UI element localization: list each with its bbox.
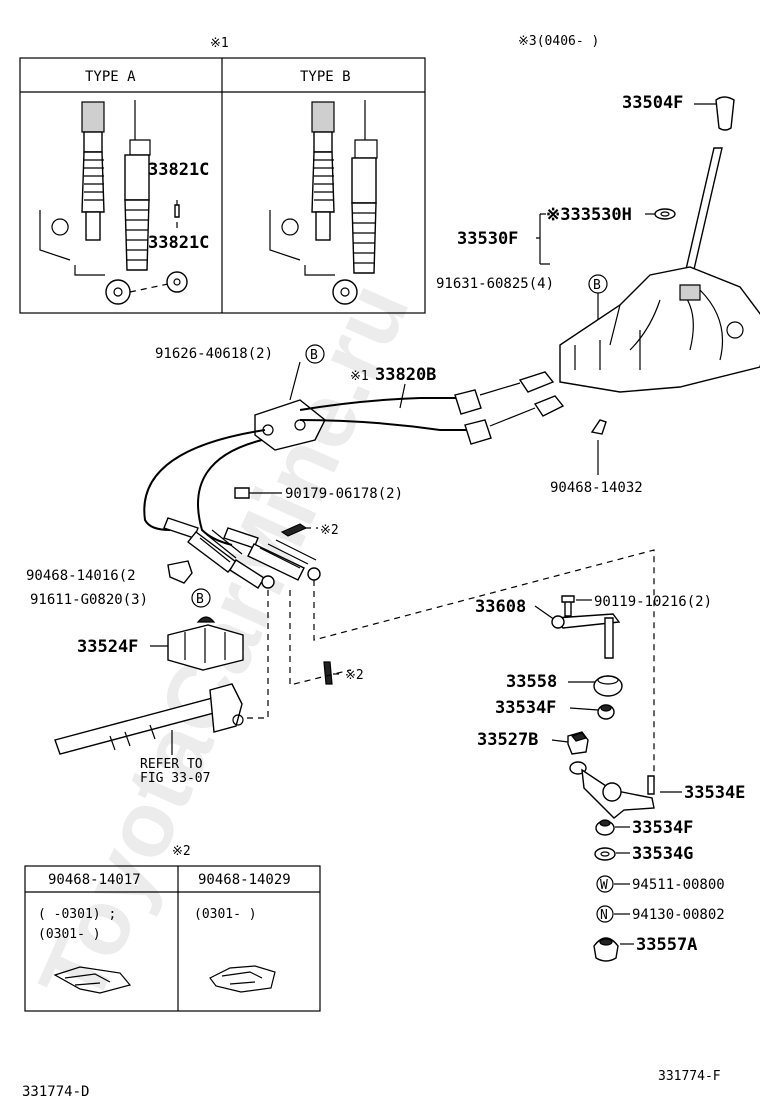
clip-90468-14029-drawing — [209, 965, 276, 993]
label-94130: 94130-00802 — [632, 907, 725, 923]
clip-col1-line2: (0301- ) — [38, 927, 101, 942]
label-33821c-top: 33821C — [148, 160, 209, 180]
label-94511: 94511-00800 — [632, 877, 725, 893]
refer-to-line-2: FIG 33-07 — [140, 771, 210, 786]
badge-n: N — [600, 908, 608, 923]
type-table-note: ※1 — [210, 36, 229, 51]
type-b-header: TYPE B — [300, 69, 351, 85]
label-91631: 91631-60825(4) — [436, 276, 554, 292]
lever-33534e — [569, 761, 655, 819]
shift-cables — [143, 371, 565, 589]
label-33608: 33608 — [475, 597, 526, 617]
dashed-leaders — [243, 549, 655, 780]
washer-33530h — [654, 208, 676, 220]
clip-90468-14017-drawing — [53, 966, 132, 994]
type-b-illustration — [269, 100, 378, 305]
label-91626: 91626-40618(2) — [155, 346, 273, 362]
bush-33527b — [567, 731, 589, 755]
label-33504f: 33504F — [622, 93, 683, 113]
badge-b-91631: B — [593, 278, 601, 293]
shift-lever-rod — [683, 147, 723, 279]
bolt-90119 — [561, 595, 575, 617]
bush-33558 — [593, 675, 623, 697]
clip-note-2-b — [323, 661, 333, 685]
figure-id-left: 331774-D — [22, 1084, 89, 1100]
note-2-a: ※2 — [320, 523, 339, 538]
label-33530f: 33530F — [457, 229, 518, 249]
shift-knob — [715, 96, 735, 131]
refer-to-line-1: REFER TO — [140, 757, 203, 772]
clip-col2-line1: (0301- ) — [194, 907, 257, 922]
label-33524f: 33524F — [77, 637, 138, 657]
retainer-33524f — [167, 616, 244, 671]
label-33534g: 33534G — [632, 844, 693, 864]
transmission-shaft — [54, 683, 244, 755]
label-33534f-bottom: 33534F — [632, 818, 693, 838]
clip-col1-header: 90468-14017 — [48, 872, 141, 888]
badge-w: W — [600, 878, 608, 893]
label-33534e: 33534E — [684, 783, 745, 803]
label-90119: 90119-10216(2) — [594, 594, 712, 610]
clip-col1-line1: ( -0301) ; — [38, 907, 116, 922]
type-a-header: TYPE A — [85, 69, 136, 85]
type-a-illustration — [39, 100, 188, 305]
label-33558: 33558 — [506, 672, 557, 692]
figure-id-right: 331774-F — [658, 1069, 721, 1084]
bush-33534f-top — [597, 704, 615, 720]
shift-arm-33608 — [551, 613, 621, 659]
washer-33534g — [594, 847, 616, 861]
clip-table-frame — [24, 865, 321, 1012]
badge-b-91611: B — [196, 592, 204, 607]
label-33821c-bottom: 33821C — [148, 233, 209, 253]
label-33820b: 33820B — [375, 365, 436, 385]
clip-table-note: ※2 — [172, 844, 191, 859]
clip-col2-header: 90468-14029 — [198, 872, 291, 888]
label-33530h: ※333530H — [546, 205, 632, 225]
note-3-date: ※3(0406- ) — [518, 34, 599, 49]
clip-90468-14016 — [167, 560, 193, 584]
label-90179: 90179-06178(2) — [285, 486, 403, 502]
label-90468-14032: 90468-14032 — [550, 480, 643, 496]
bush-33534f-bottom — [595, 819, 615, 836]
clip-90468-14032 — [590, 419, 607, 435]
label-33527b: 33527B — [477, 730, 538, 750]
shift-lever-housing — [559, 266, 760, 393]
label-91611: 91611-G0820(3) — [30, 592, 148, 608]
note-2-b: ※2 — [345, 668, 364, 683]
badge-b-91626: B — [310, 348, 318, 363]
note-1-33820b: ※1 — [350, 369, 369, 384]
label-33534f-top: 33534F — [495, 698, 556, 718]
type-table: ※1 TYPE A TYPE B 33821C 3 — [19, 36, 426, 314]
grommet-90179 — [234, 487, 250, 499]
label-33557a: 33557A — [636, 935, 697, 955]
clip-table: ※2 90468-14017 90468-14029 ( -0301) ; (0… — [24, 844, 321, 1012]
bush-33557a — [593, 937, 619, 962]
label-90468-14016: 90468-14016(2 — [26, 568, 136, 584]
